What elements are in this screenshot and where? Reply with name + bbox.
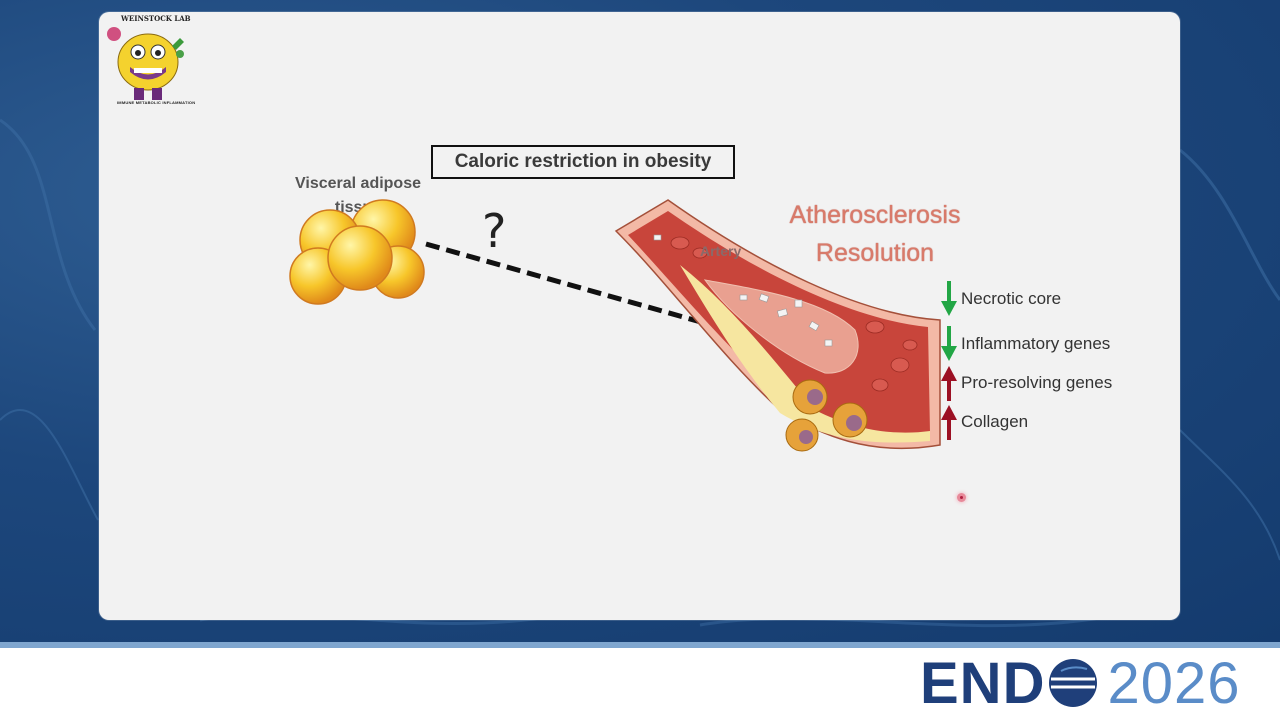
effect-label: Inflammatory genes — [961, 334, 1111, 353]
endo-2026-logo: END 2026 — [920, 650, 1241, 716]
effect-label: Pro-resolving genes — [961, 373, 1113, 392]
footer-stripe — [0, 642, 1280, 648]
atherosclerosis-resolution-title: Atherosclerosis Resolution — [760, 196, 990, 272]
slide-canvas — [99, 12, 1180, 620]
endo-wordmark: END — [920, 650, 1046, 716]
artery-label: Artery — [700, 243, 742, 259]
effect-necrotic-core: Necrotic core — [940, 281, 1062, 316]
lab-name: WEINSTOCK LAB — [121, 14, 191, 23]
laser-pointer — [957, 493, 966, 502]
atherosclerosis-title-line2: Resolution — [815, 239, 935, 267]
down-arrow-icon — [941, 326, 957, 361]
atherosclerosis-title-line1: Atherosclerosis — [789, 201, 961, 229]
lab-mascot-logo — [107, 27, 184, 100]
question-mark: ? — [482, 204, 507, 258]
effect-label: Collagen — [961, 412, 1029, 431]
down-arrow-icon — [941, 281, 957, 316]
effect-pro-resolving-genes: Pro-resolving genes — [940, 366, 1113, 401]
endo-year: 2026 — [1107, 650, 1241, 716]
up-arrow-icon — [941, 405, 957, 440]
adipose-cells-illustration — [289, 199, 425, 305]
up-arrow-icon — [941, 366, 957, 401]
effect-inflammatory-genes: Inflammatory genes — [940, 326, 1111, 361]
diagram-title: Caloric restriction in obesity — [431, 145, 735, 179]
effect-label: Necrotic core — [961, 289, 1062, 308]
effect-collagen: Collagen — [940, 405, 1029, 440]
lab-tagline: IMMUNE METABOLIC INFLAMMATION — [117, 100, 196, 105]
background-decoration — [0, 118, 1280, 628]
artery-illustration — [614, 199, 941, 452]
globe-icon — [1049, 659, 1098, 707]
